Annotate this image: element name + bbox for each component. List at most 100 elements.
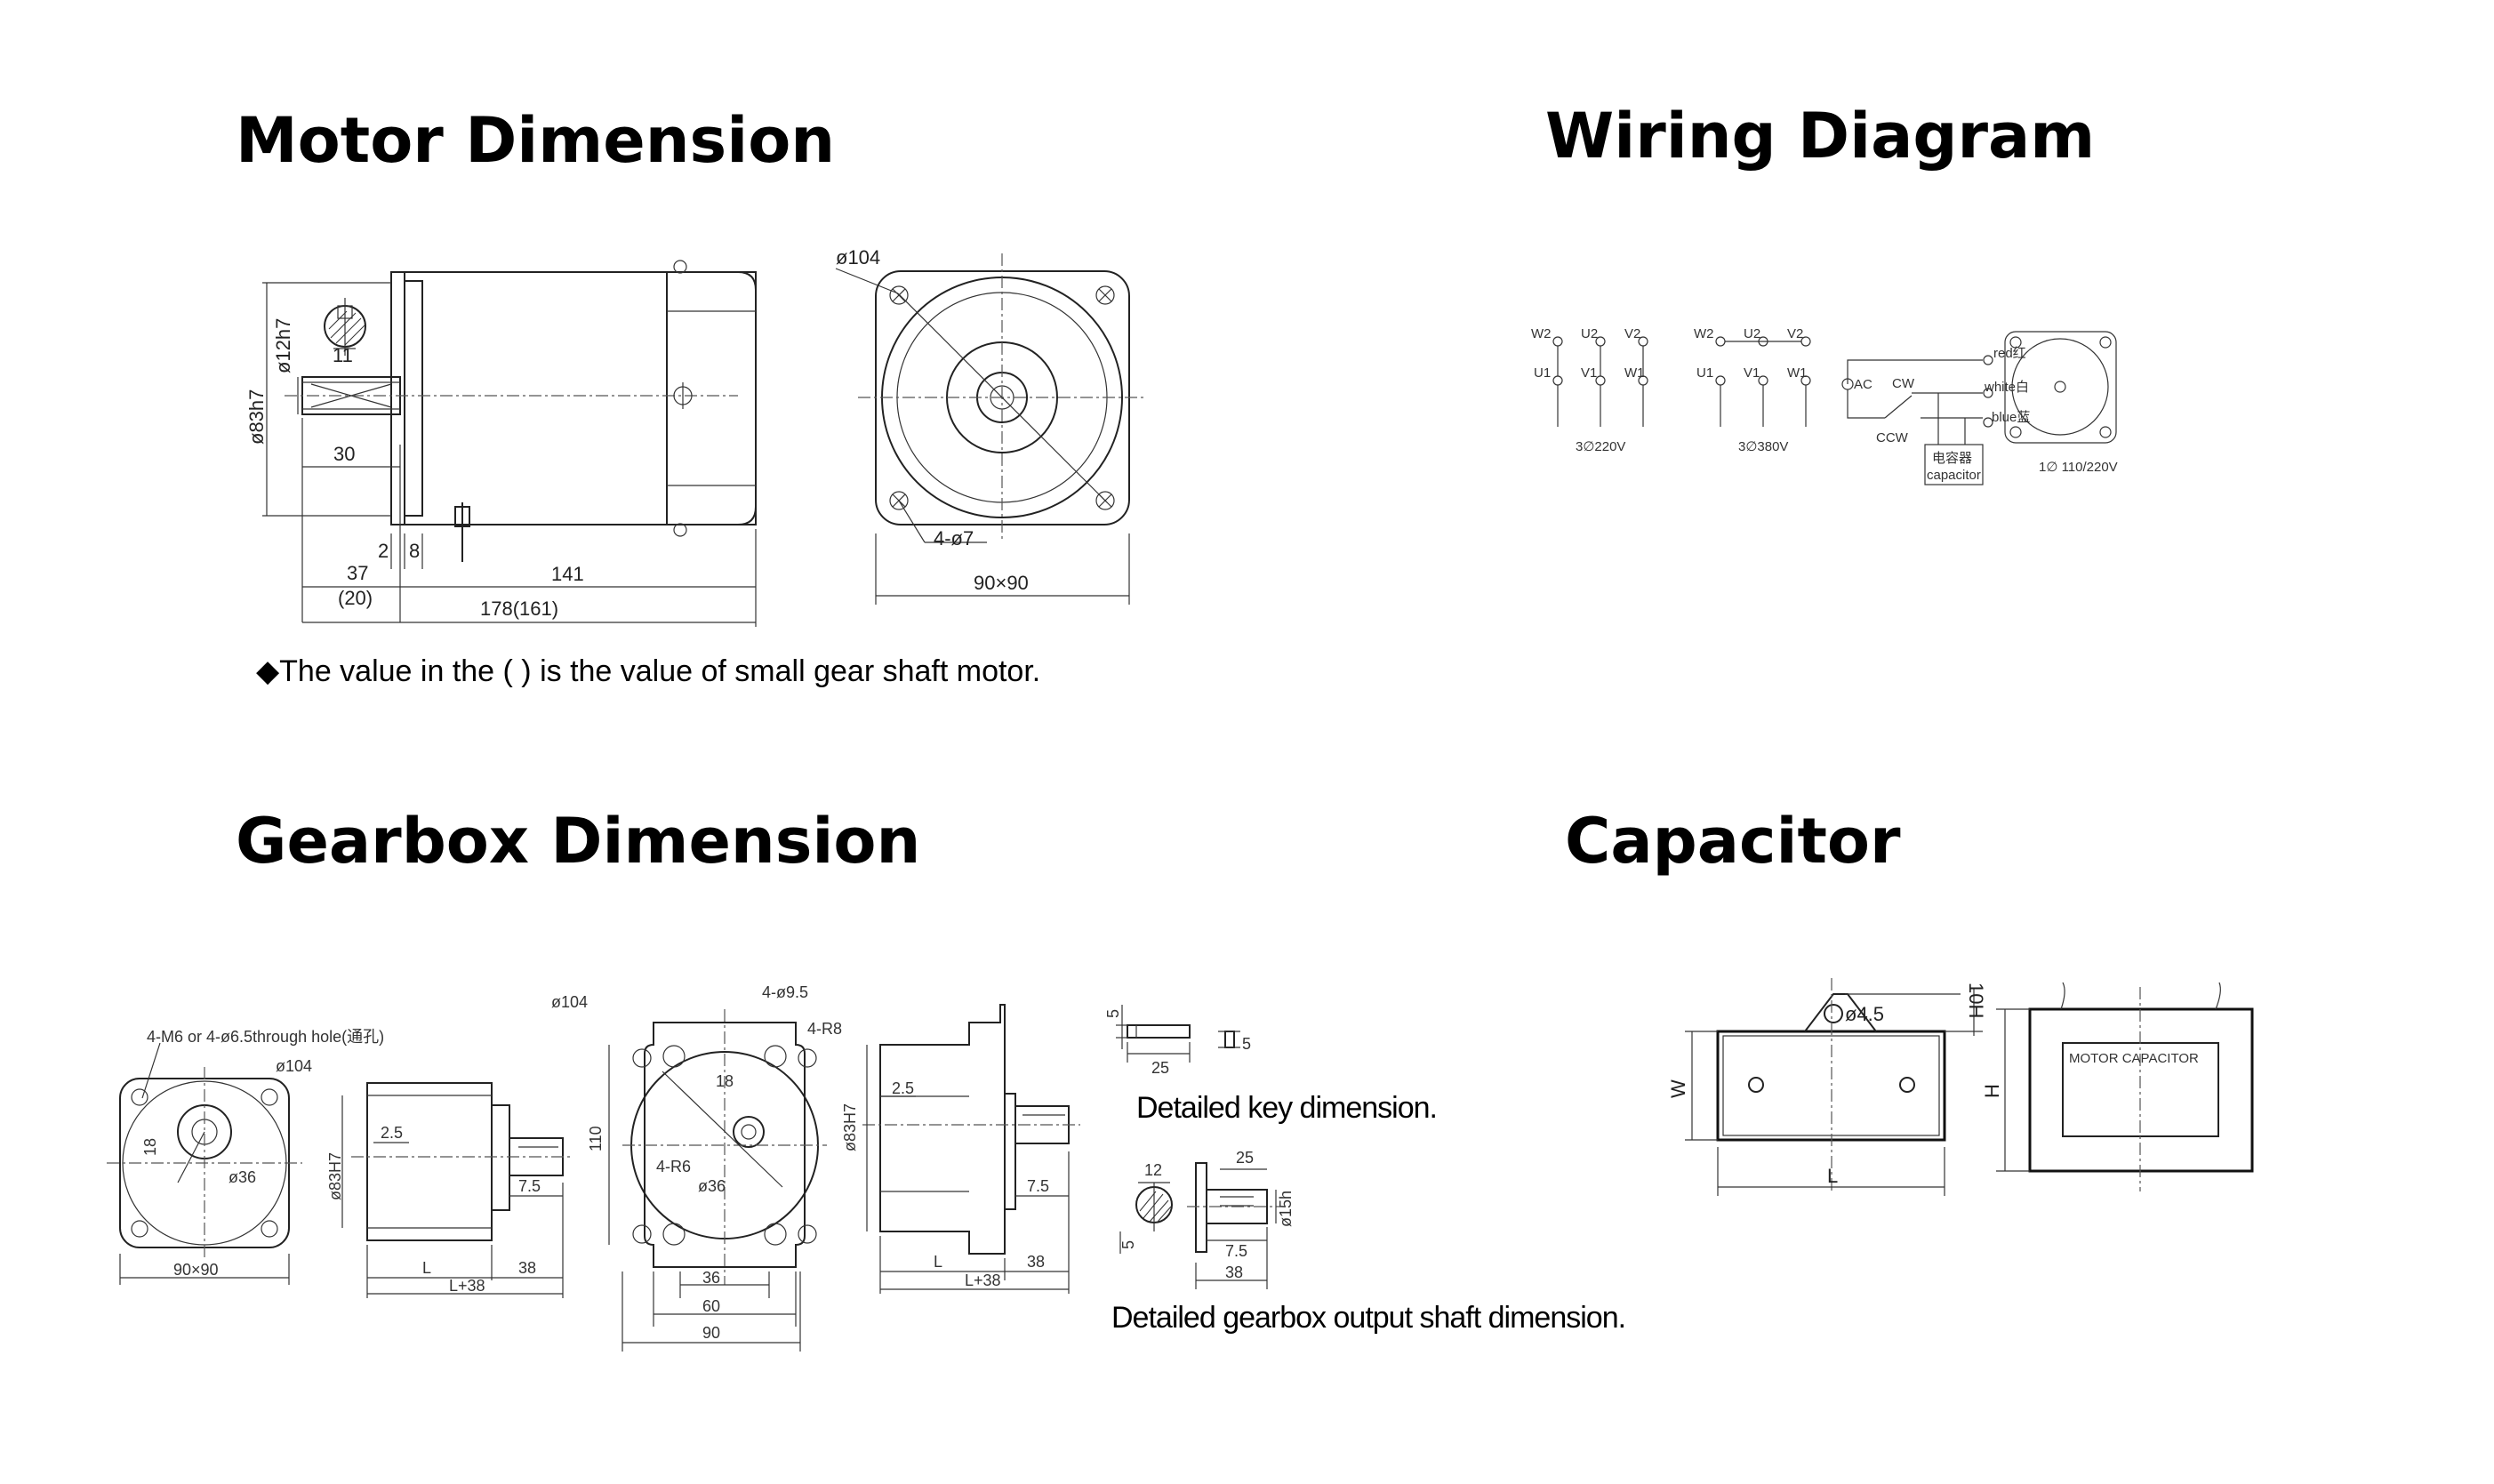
dim-8: 8: [409, 540, 420, 562]
w-w2-b: W2: [1694, 326, 1714, 341]
dim-mount-holes: 4-ø7: [934, 527, 974, 549]
g-h110: 110: [587, 1126, 605, 1151]
w-cap-en: capacitor: [1927, 468, 1981, 483]
key-detail-label: Detailed key dimension.: [1136, 1091, 1437, 1125]
dim-square: 90×90: [974, 572, 1029, 594]
wiring-3phase-380: [1715, 336, 1811, 427]
w-u2-b: U2: [1744, 326, 1760, 341]
motor-front-view: [835, 253, 1147, 605]
g-holes-note: 4-M6 or 4-ø6.5through hole(通孔): [147, 1028, 384, 1046]
g-d25-a: 2.5: [381, 1124, 403, 1142]
gearbox-side-view-a: [341, 1082, 573, 1298]
g-d36-a: ø36: [229, 1168, 256, 1186]
g-d25-b: 2.5: [892, 1079, 914, 1097]
g-d18-b: 18: [716, 1072, 734, 1090]
capacitor-side-view: [1996, 982, 2254, 1191]
gearbox-front-view-a: [107, 1042, 302, 1285]
dim-141: 141: [551, 563, 584, 585]
w-v1-b: V1: [1744, 365, 1760, 381]
dim-20: (20): [338, 587, 373, 609]
gearbox-dimension-heading: Gearbox Dimension: [236, 805, 920, 878]
w-v2-b: V2: [1787, 326, 1803, 341]
s-75: 7.5: [1225, 1242, 1247, 1260]
w-v1-a: V1: [1581, 365, 1597, 381]
k-5b: 5: [1242, 1035, 1251, 1053]
cap-h: H: [1981, 1084, 2003, 1098]
cap-name: MOTOR CAPACITOR: [2069, 1051, 2199, 1066]
motor-side-dimension-labels: ø83h7 ø12h7 11 30 2 8 37 (20) 141 178(16…: [245, 318, 584, 620]
w-ac: AC: [1854, 377, 1873, 392]
capacitor-heading: Capacitor: [1565, 805, 1901, 878]
g-r8: 4-R8: [807, 1020, 842, 1038]
dim-2: 2: [378, 540, 389, 562]
w-ccw: CCW: [1876, 430, 1909, 445]
motor-side-view: [262, 260, 757, 627]
g-d75-a: 7.5: [518, 1177, 541, 1195]
dim-total-length: 178(161): [480, 598, 558, 620]
shaft-detail: [1119, 1162, 1280, 1289]
g-d18-a: 18: [141, 1138, 159, 1156]
wiring-diagram-heading: Wiring Diagram: [1545, 100, 2095, 172]
gearbox-side-view-b: [862, 1004, 1080, 1294]
g-d83-b: ø83H7: [841, 1103, 859, 1151]
w-blue: blue蓝: [1992, 410, 2030, 425]
g-l-b: L: [934, 1253, 942, 1271]
k-5a: 5: [1104, 1009, 1122, 1018]
g-l-a: L: [422, 1259, 431, 1277]
g-r6: 4-R6: [656, 1158, 691, 1175]
s-12: 12: [1144, 1161, 1162, 1179]
g-d104-b: ø104: [551, 993, 588, 1011]
w-cw: CW: [1892, 376, 1915, 391]
cap-w: W: [1667, 1079, 1689, 1098]
g-w36: 36: [702, 1269, 720, 1287]
w-w1-b: W1: [1787, 365, 1808, 381]
dim-shaft-dia: ø12h7: [272, 318, 294, 373]
w-w1-a: W1: [1624, 365, 1645, 381]
w-label-380: 3∅380V: [1738, 439, 1788, 454]
dim-shaft-length: 30: [333, 443, 355, 465]
g-w60: 60: [702, 1297, 720, 1315]
w-red: red红: [1993, 346, 2026, 361]
k-25: 25: [1151, 1059, 1169, 1077]
w-u2-a: U2: [1581, 326, 1598, 341]
cap-hole: ø4.5: [1845, 1003, 1884, 1025]
w-label-220: 3∅220V: [1576, 439, 1625, 454]
g-d75-b: 7.5: [1027, 1177, 1049, 1195]
w-white: white白: [1984, 380, 2029, 395]
g-d95: 4-ø9.5: [762, 983, 808, 1001]
dim-bore: ø83h7: [245, 389, 268, 445]
w-single-phase-label: 1∅ 110/220V: [2039, 460, 2118, 475]
g-l38-b: L+38: [965, 1271, 1001, 1289]
wiring-3phase-220: [1552, 336, 1648, 427]
s-15: ø15h: [1277, 1191, 1295, 1227]
dim-key-width: 11: [333, 344, 353, 366]
g-d36-b: ø36: [698, 1177, 726, 1195]
g-d38-b: 38: [1027, 1253, 1045, 1271]
g-l38-a: L+38: [449, 1277, 485, 1295]
dim-circle: ø104: [836, 246, 880, 269]
gearbox-front-view-b: [608, 1009, 827, 1352]
motor-footnote: ◆The value in the ( ) is the value of sm…: [256, 654, 1040, 688]
shaft-detail-label: Detailed gearbox output shaft dimension.: [1111, 1301, 1625, 1335]
w-w2-a: W2: [1531, 326, 1552, 341]
g-d83-a: ø83H7: [326, 1152, 344, 1200]
g-d38-a: 38: [518, 1259, 536, 1277]
cap-h10: 10H: [1965, 983, 1987, 1018]
dim-37: 37: [347, 562, 368, 584]
s-38: 38: [1225, 1263, 1243, 1281]
wiring-single-phase: [1841, 331, 2117, 485]
key-detail: [1116, 1005, 1240, 1063]
g-w90: 90: [702, 1324, 720, 1342]
w-u1-a: U1: [1534, 365, 1551, 381]
g-square: 90×90: [173, 1261, 219, 1279]
w-v2-a: V2: [1624, 326, 1640, 341]
capacitor-top-view: [1685, 978, 1983, 1196]
cap-l: L: [1827, 1165, 1838, 1187]
motor-dimension-heading: Motor Dimension: [236, 104, 835, 177]
s-25: 25: [1236, 1149, 1254, 1167]
g-d104-a: ø104: [276, 1057, 312, 1075]
w-cap-cn: 电容器: [1932, 451, 1972, 466]
s-5: 5: [1119, 1240, 1137, 1249]
w-u1-b: U1: [1696, 365, 1713, 381]
